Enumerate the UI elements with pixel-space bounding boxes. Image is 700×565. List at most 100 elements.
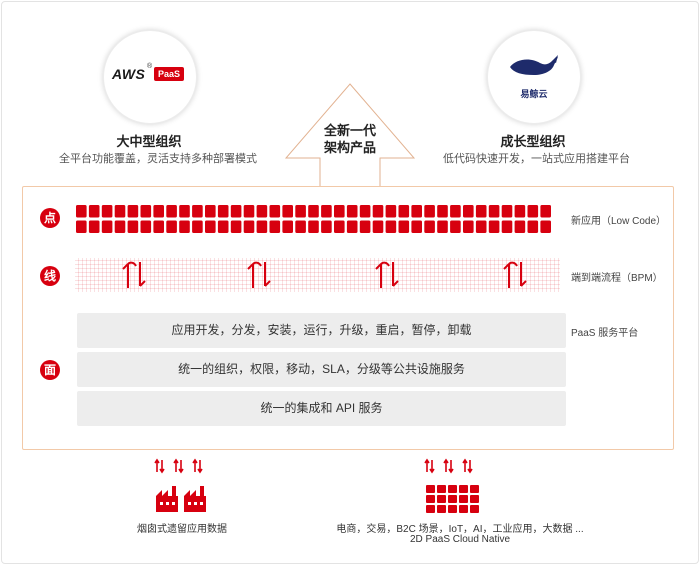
- app-block: [101, 220, 113, 233]
- app-block: [540, 220, 551, 233]
- app-grid-cell: [448, 485, 457, 493]
- registered-mark: ®: [147, 63, 153, 70]
- app-block: [179, 220, 190, 233]
- app-block: [114, 205, 126, 218]
- app-block: [88, 220, 100, 233]
- app-block: [101, 205, 113, 218]
- app-block: [540, 205, 551, 218]
- app-block: [230, 220, 242, 233]
- app-grid-cell: [448, 495, 457, 503]
- app-block: [437, 205, 448, 218]
- app-block: [256, 220, 268, 233]
- app-block: [463, 205, 474, 218]
- app-block: [243, 220, 255, 233]
- right-org-subtitle: 低代码快速开发，一站式应用搭建平台: [443, 153, 630, 165]
- factory-icon: [156, 486, 206, 512]
- app-block: [385, 205, 397, 218]
- app-block: [114, 220, 126, 233]
- app-block: [140, 220, 152, 233]
- app-block: [411, 220, 422, 233]
- app-block: [192, 220, 203, 233]
- app-block: [127, 205, 139, 218]
- app-block: [359, 205, 371, 218]
- app-block: [475, 220, 487, 233]
- app-block: [205, 205, 216, 218]
- app-block: [166, 205, 177, 218]
- point-badge: 点: [40, 208, 60, 228]
- left-org-title: 大中型组织: [116, 134, 182, 149]
- app-block: [424, 205, 435, 218]
- app-block: [179, 205, 190, 218]
- sync-arrows-icon: [503, 261, 527, 288]
- app-block: [295, 220, 306, 233]
- app-block: [514, 220, 526, 233]
- app-block: [398, 220, 410, 233]
- sync-arrows-icon: [247, 261, 271, 288]
- legacy-apps-label: 烟囱式遗留应用数据: [137, 524, 227, 535]
- app-grid-cell: [437, 495, 446, 503]
- app-grid-cell: [470, 485, 479, 493]
- whale-icon: [510, 55, 558, 75]
- band-common-services: 统一的组织，权限，移动，SLA，分级等公共设施服务: [77, 352, 566, 387]
- app-block: [308, 205, 319, 218]
- app-block: [437, 220, 448, 233]
- line-row-label: 端到端流程（BPM）: [571, 273, 663, 284]
- sync-arrows-icon: [375, 261, 399, 288]
- app-block: [475, 205, 487, 218]
- app-block: [256, 205, 268, 218]
- paas-badge: PaaS: [154, 67, 185, 81]
- app-block: [372, 220, 384, 233]
- app-block: [153, 220, 164, 233]
- app-block: [243, 205, 255, 218]
- app-grid-cell: [426, 485, 435, 493]
- app-grid-cell: [426, 505, 435, 513]
- arrow-text-line1: 全新一代: [323, 123, 376, 138]
- app-block: [450, 220, 461, 233]
- line-badge: 线: [40, 266, 60, 286]
- app-grid-cell: [470, 495, 479, 503]
- band-app-lifecycle: 应用开发，分发，安装，运行，升级，重启，暂停，卸载: [77, 313, 566, 348]
- upward-arrow-outline: [284, 83, 416, 188]
- app-grid-cell: [459, 495, 468, 503]
- sync-arrows-icon: [122, 261, 146, 288]
- band-integration-api: 统一的集成和 API 服务: [77, 391, 566, 426]
- app-grid-cell: [437, 485, 446, 493]
- app-block: [269, 220, 281, 233]
- app-block: [321, 220, 332, 233]
- yijingyun-logo-text: 易鲸云: [520, 89, 548, 99]
- app-grid-cell: [437, 505, 446, 513]
- cloud-native-label: 2D PaaS Cloud Native: [409, 534, 511, 545]
- app-block: [514, 205, 526, 218]
- surface-badge: 面: [40, 360, 60, 380]
- up-down-arrows-icon: [424, 458, 473, 474]
- app-block: [76, 205, 87, 218]
- app-grid-icon: [426, 485, 479, 513]
- app-block: [488, 220, 500, 233]
- app-grid-cell: [448, 505, 457, 513]
- app-block: [501, 205, 513, 218]
- yijingyun-logo-circle: 易鲸云: [487, 30, 581, 124]
- app-block: [463, 220, 474, 233]
- app-block: [334, 205, 345, 218]
- right-org-title: 成长型组织: [500, 134, 566, 149]
- app-block: [450, 205, 461, 218]
- app-block: [153, 205, 164, 218]
- app-block: [140, 205, 152, 218]
- app-block: [321, 205, 332, 218]
- app-block: [308, 220, 319, 233]
- app-block: [269, 205, 281, 218]
- app-grid-cell: [459, 485, 468, 493]
- app-grid-cell: [426, 495, 435, 503]
- app-block: [166, 220, 177, 233]
- app-block: [230, 205, 242, 218]
- app-block: [205, 220, 216, 233]
- arrow-text-line2: 架构产品: [323, 140, 376, 155]
- app-block: [346, 205, 358, 218]
- low-code-app-grid: [76, 205, 551, 233]
- app-block: [527, 205, 539, 218]
- app-block: [359, 220, 371, 233]
- left-org-subtitle: 全平台功能覆盖，灵活支持多种部署模式: [59, 153, 257, 165]
- app-block: [527, 220, 539, 233]
- app-block: [217, 220, 229, 233]
- app-grid-cell: [470, 505, 479, 513]
